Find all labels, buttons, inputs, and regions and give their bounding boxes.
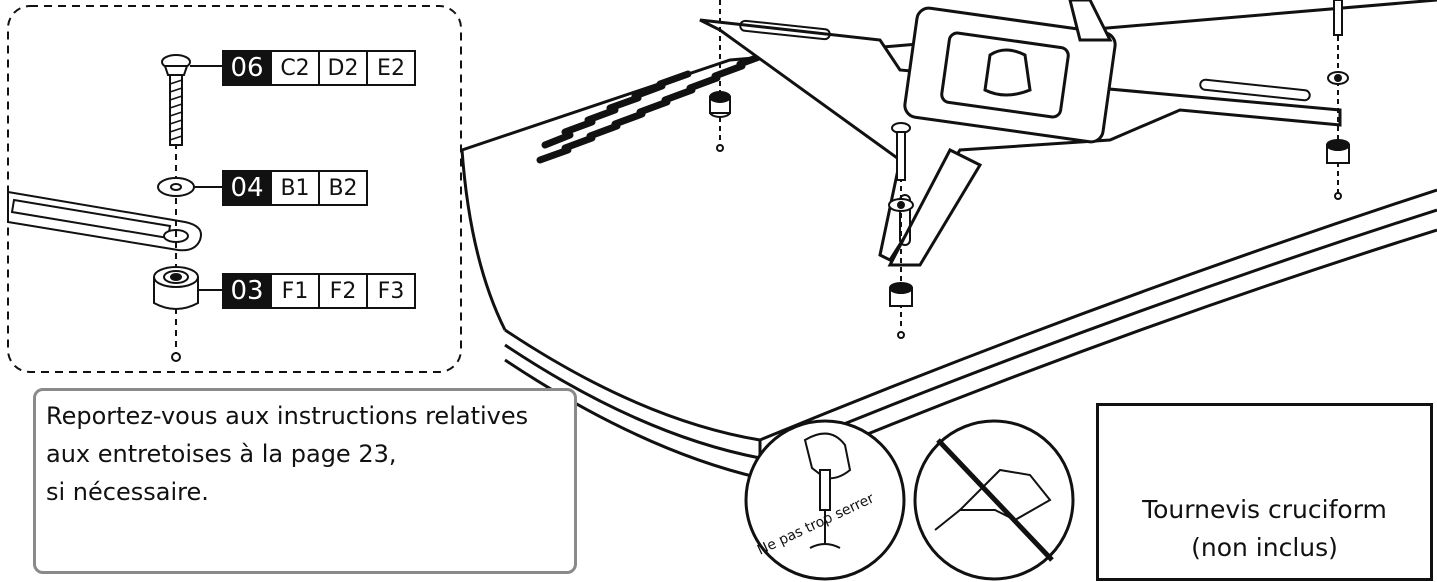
detail-frame [7,5,462,373]
part-variant: D2 [320,50,368,86]
tool-note: (non inclus) [1191,533,1338,562]
part-variant: F3 [368,273,416,309]
spacer-note-text: Reportez-vous aux instructions relatives… [46,402,529,506]
detail-bracket-arm [7,190,202,252]
part-code: 03 [222,273,272,309]
no-power-drill-icon [913,419,1075,581]
part-row-04: 04 B1 B2 [222,170,368,206]
part-code: 06 [222,50,272,86]
part-row-03: 03 F1 F2 F3 [222,273,416,309]
detail-spacer [153,266,199,362]
tool-name: Tournevis cruciform [1142,495,1387,524]
vent-slots [536,50,771,164]
mounting-bracket [699,0,1342,267]
detail-washer [157,177,195,197]
part-variant: B2 [320,170,368,206]
hardware-stack-right [1326,0,1350,200]
part-variant: F2 [320,273,368,309]
part-variant: E2 [368,50,416,86]
leader-lines [190,65,222,291]
spacer-note-box: Reportez-vous aux instructions relatives… [33,388,577,574]
tool-box: Tournevis cruciform (non inclus) [1096,403,1433,581]
part-code: 04 [222,170,272,206]
detail-screw [161,54,191,358]
hand-screwdriver-icon [744,419,906,581]
hardware-stack-left [709,0,731,152]
part-variant: F1 [272,273,320,309]
hardware-stack-center [888,122,914,339]
part-variant: C2 [272,50,320,86]
part-row-06: 06 C2 D2 E2 [222,50,416,86]
bracket-slots [739,19,1311,246]
part-variant: B1 [272,170,320,206]
